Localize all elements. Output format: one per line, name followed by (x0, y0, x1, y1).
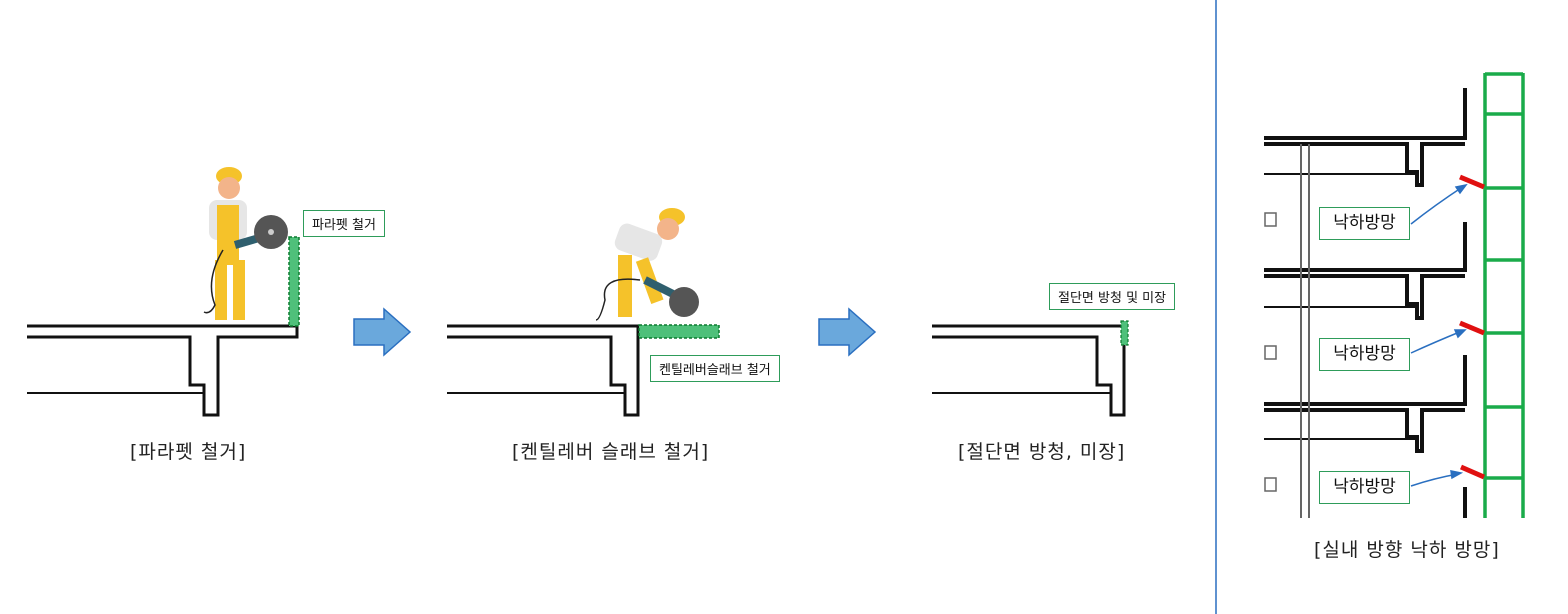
net-label: 낙하방망 (1319, 471, 1410, 504)
parapet-highlight (288, 236, 300, 327)
caption-step-3: [절단면 방청, 미장] (958, 441, 1126, 463)
fall-net-marks (1459, 174, 1485, 480)
caption-step-1: [파라펫 철거] (130, 441, 247, 463)
next-step-arrow (818, 307, 877, 357)
slab-section-3 (932, 324, 1126, 417)
cut-surface-highlight (1120, 320, 1129, 346)
caption-net-panel: [실내 방향 낙하 방망] (1314, 539, 1500, 561)
callout-parapet-removal: 파라펫 철거 (303, 210, 385, 237)
building-section (1264, 88, 1467, 518)
callout-cantilever-removal: 켄틸레버슬래브 철거 (650, 355, 780, 382)
safety-ladder (1483, 72, 1525, 518)
net-label: 낙하방망 (1319, 338, 1410, 371)
cantilever-highlight (638, 324, 720, 339)
net-label: 낙하방망 (1319, 207, 1410, 240)
next-step-arrow (353, 307, 412, 357)
callout-cut-surface: 절단면 방청 및 미장 (1049, 283, 1176, 310)
slab-section-1 (27, 324, 299, 417)
worker-icon (595, 208, 699, 321)
slab-section-2 (447, 324, 640, 417)
pointer-arrows (1410, 183, 1468, 487)
caption-step-2: [켄틸레버 슬래브 철거] (512, 441, 710, 463)
worker-icon (203, 167, 288, 320)
